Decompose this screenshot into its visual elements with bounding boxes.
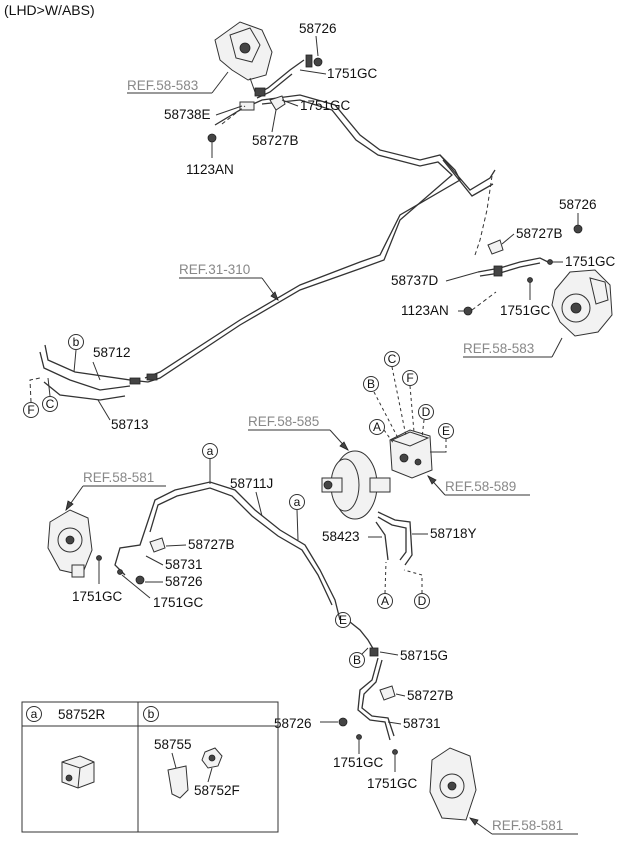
label-58423: 58423 bbox=[322, 529, 360, 544]
legend-cell-b: b bbox=[143, 706, 159, 722]
label-58726-low: 58726 bbox=[274, 716, 312, 731]
label-58727b-mid: 58727B bbox=[188, 537, 235, 552]
legend-part-58752f: 58752F bbox=[194, 783, 240, 798]
label-58738e: 58738E bbox=[164, 107, 211, 122]
ref-58-583-right: REF.58-583 bbox=[463, 341, 534, 356]
label-58713: 58713 bbox=[111, 417, 149, 432]
label-1123an-right: 1123AN bbox=[401, 303, 449, 318]
rear-caliper bbox=[429, 747, 477, 821]
ref-58-585: REF.58-585 bbox=[248, 414, 319, 429]
label-58727b-right: 58727B bbox=[516, 226, 563, 241]
circle-b-low: B bbox=[349, 652, 365, 668]
svg-text:E: E bbox=[339, 613, 347, 627]
svg-text:C: C bbox=[46, 397, 55, 411]
circle-d-abs: D bbox=[418, 404, 434, 420]
label-1751gc-mid1: 1751GC bbox=[72, 589, 123, 604]
svg-text:F: F bbox=[27, 403, 34, 417]
circle-b-abs: B bbox=[363, 376, 379, 392]
label-58718y: 58718Y bbox=[430, 526, 477, 541]
ref-58-581-bottom: REF.58-581 bbox=[492, 818, 563, 833]
circle-a-pipe2: a bbox=[289, 494, 305, 510]
circle-a-abs: A bbox=[369, 419, 385, 435]
legend-part-58752r: 58752R bbox=[58, 707, 106, 722]
svg-text:b: b bbox=[148, 707, 155, 721]
label-1123an-top: 1123AN bbox=[186, 162, 234, 177]
label-58731-low: 58731 bbox=[403, 716, 441, 731]
label-58711j: 58711J bbox=[230, 476, 273, 491]
svg-text:B: B bbox=[353, 653, 361, 667]
label-58726-right: 58726 bbox=[559, 197, 597, 212]
label-1751gc-low1: 1751GC bbox=[333, 755, 384, 770]
left-caliper bbox=[47, 509, 93, 578]
bracket-58755-icon bbox=[167, 765, 189, 799]
svg-text:E: E bbox=[442, 424, 450, 438]
diagram-header: (LHD>W/ABS) bbox=[4, 2, 95, 18]
circle-e-abs: E bbox=[438, 423, 454, 439]
circle-e-low: E bbox=[335, 612, 351, 628]
ref-58-581-left: REF.58-581 bbox=[83, 470, 154, 485]
circle-d-bot: D bbox=[414, 593, 430, 609]
label-58727b-top: 58727B bbox=[252, 133, 299, 148]
label-58737d: 58737D bbox=[391, 273, 439, 288]
svg-text:D: D bbox=[422, 405, 431, 419]
label-1751gc-mid2: 1751GC bbox=[153, 595, 204, 610]
ref-58-589: REF.58-589 bbox=[445, 479, 516, 494]
svg-text:A: A bbox=[373, 420, 381, 434]
label-58731-mid: 58731 bbox=[165, 557, 203, 572]
svg-text:F: F bbox=[406, 371, 413, 385]
abs-unit bbox=[389, 429, 445, 479]
label-58726-mid: 58726 bbox=[165, 574, 203, 589]
circle-f-left: F bbox=[23, 402, 39, 418]
label-58727b-low: 58727B bbox=[407, 688, 454, 703]
label-1751gc-right1: 1751GC bbox=[565, 254, 616, 269]
label-1751gc-top2: 1751GC bbox=[300, 98, 351, 113]
svg-text:A: A bbox=[381, 594, 389, 608]
label-58712: 58712 bbox=[93, 345, 131, 360]
svg-text:a: a bbox=[294, 495, 301, 509]
top-caliper bbox=[214, 21, 273, 81]
svg-text:a: a bbox=[207, 444, 214, 458]
clip-58752r-icon bbox=[61, 755, 95, 789]
brake-booster bbox=[321, 450, 391, 520]
label-1751gc-right2: 1751GC bbox=[500, 303, 551, 318]
svg-text:a: a bbox=[31, 707, 38, 721]
svg-text:D: D bbox=[418, 594, 427, 608]
label-1751gc-low2: 1751GC bbox=[367, 776, 418, 791]
circle-f-abs: F bbox=[402, 370, 418, 386]
svg-text:b: b bbox=[73, 335, 80, 349]
ref-31-310: REF.31-310 bbox=[179, 262, 250, 277]
legend-part-58755: 58755 bbox=[154, 737, 192, 752]
circle-a-bot: A bbox=[377, 593, 393, 609]
svg-text:C: C bbox=[388, 352, 397, 366]
label-1751gc-top1: 1751GC bbox=[327, 66, 378, 81]
ref-58-583-top: REF.58-583 bbox=[127, 78, 198, 93]
label-58726-top: 58726 bbox=[299, 21, 337, 36]
circle-a-pipe1: a bbox=[202, 443, 218, 459]
circle-c-abs: C bbox=[384, 351, 400, 367]
legend-table bbox=[21, 701, 279, 833]
legend-cell-a: a 58752R bbox=[26, 706, 106, 722]
clip-58752f-icon bbox=[201, 747, 223, 769]
svg-text:B: B bbox=[367, 377, 375, 391]
circle-c-left: C bbox=[42, 396, 58, 412]
circle-b-left: b bbox=[68, 334, 84, 350]
label-58715g: 58715G bbox=[400, 648, 448, 663]
right-caliper bbox=[551, 269, 613, 337]
